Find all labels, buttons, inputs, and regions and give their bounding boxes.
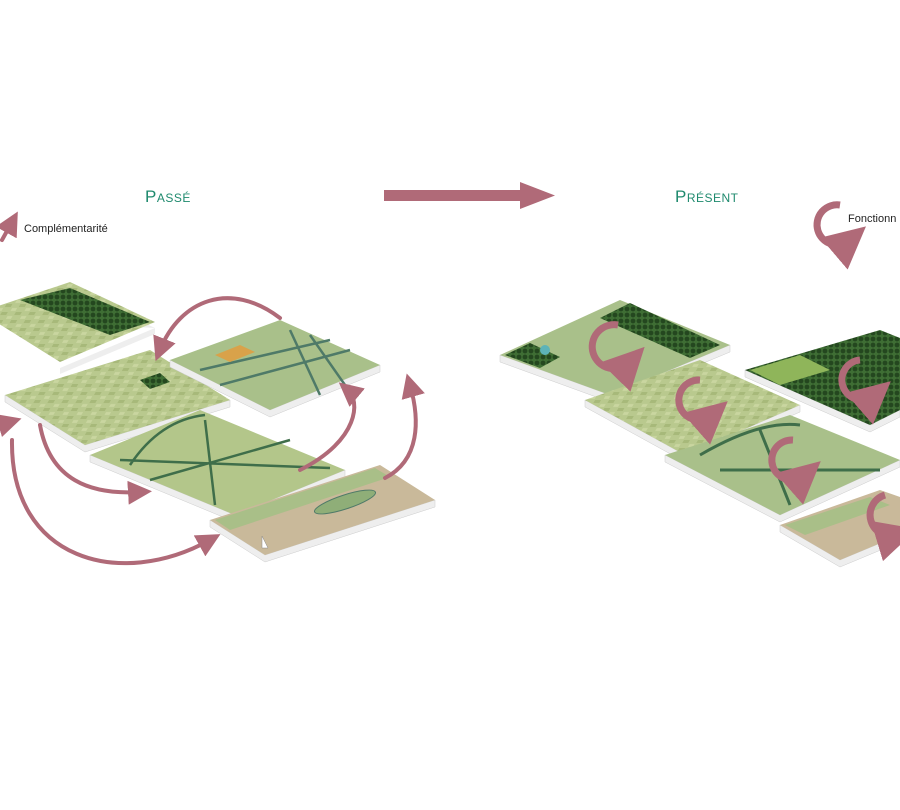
tile-canal-network (169, 320, 381, 418)
complementarity-arrows (0, 211, 425, 566)
present-title: Présent (675, 187, 739, 206)
legend-rotation-icon (813, 201, 867, 270)
tile-forest-village (0, 282, 155, 374)
past-legend-label: Complémentarité (24, 223, 108, 235)
past-title: Passé (145, 187, 191, 206)
tile-agricultural-plain (4, 350, 231, 453)
functioning-arrows (588, 201, 900, 562)
tile-estuary (209, 465, 436, 563)
present-tiles (499, 300, 900, 568)
past-tiles (0, 282, 436, 563)
present-legend-label: Fonctionn (848, 213, 897, 225)
past-to-present-arrow (384, 182, 555, 209)
